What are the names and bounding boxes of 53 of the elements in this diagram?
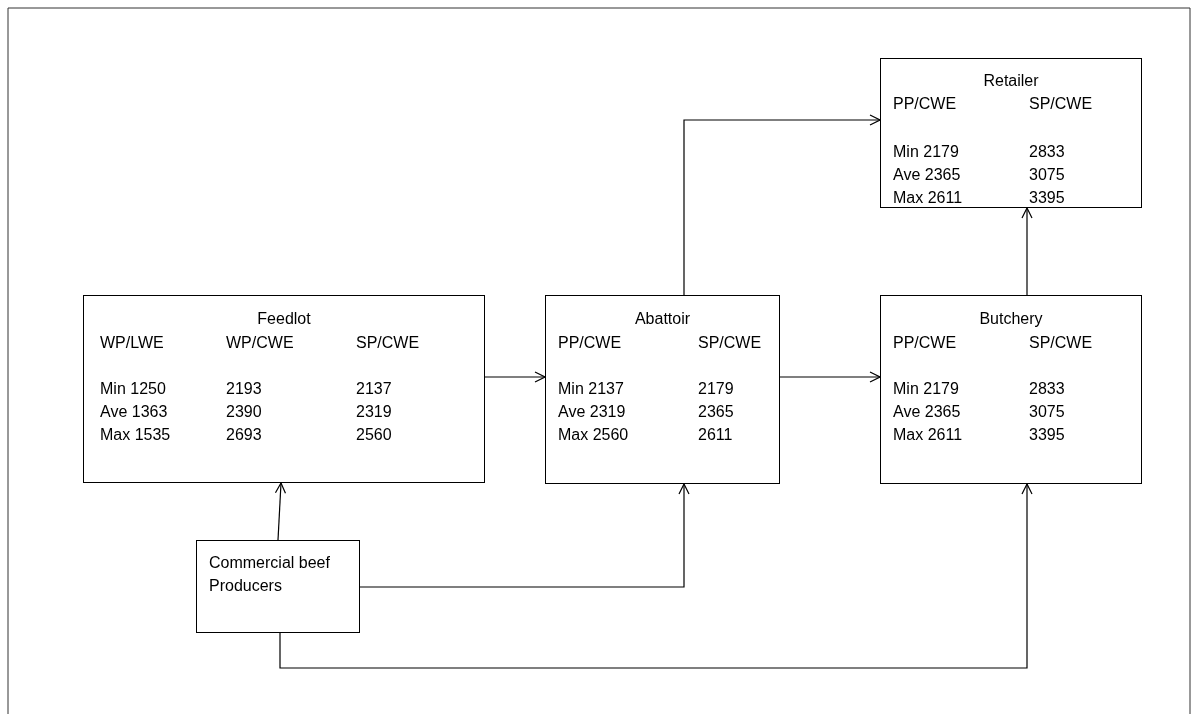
table-value: 2179 bbox=[698, 379, 734, 398]
table-value: 2193 bbox=[226, 379, 262, 398]
table-value: 2693 bbox=[226, 425, 262, 444]
table-value: Ave 1363 bbox=[100, 402, 168, 421]
column-header: SP/CWE bbox=[698, 333, 762, 352]
table-value: Ave 2365 bbox=[893, 165, 961, 184]
arrow bbox=[274, 482, 287, 541]
table-value: 2833 bbox=[1029, 142, 1065, 161]
table-value: Max 2611 bbox=[893, 188, 963, 207]
table-value: 3395 bbox=[1029, 425, 1065, 444]
column-header: PP/CWE bbox=[893, 333, 957, 352]
table-value: 2319 bbox=[356, 402, 392, 421]
table-value: Min 2179 bbox=[893, 142, 959, 161]
table-value: 3075 bbox=[1029, 165, 1065, 184]
table-value: 2390 bbox=[226, 402, 262, 421]
table-value: 2833 bbox=[1029, 379, 1065, 398]
column-header: WP/CWE bbox=[226, 333, 294, 352]
table-value: 2611 bbox=[698, 425, 733, 444]
node-title: Retailer bbox=[982, 71, 1040, 90]
stage-box bbox=[545, 295, 780, 484]
table-value: Min 1250 bbox=[100, 379, 166, 398]
arrow bbox=[1021, 207, 1033, 296]
node-title: Feedlot bbox=[256, 309, 312, 328]
stage-box bbox=[880, 58, 1142, 208]
table-value: 3395 bbox=[1029, 188, 1065, 207]
table-value: Min 2137 bbox=[558, 379, 624, 398]
table-value: 2137 bbox=[356, 379, 392, 398]
table-value: Max 1535 bbox=[100, 425, 171, 444]
column-header: PP/CWE bbox=[893, 94, 957, 113]
table-value: Max 2560 bbox=[558, 425, 629, 444]
arrow bbox=[484, 371, 546, 383]
table-value: 2560 bbox=[356, 425, 392, 444]
stage-box bbox=[83, 295, 485, 483]
column-header: WP/LWE bbox=[100, 333, 164, 352]
table-value: Ave 2365 bbox=[893, 402, 961, 421]
column-header: SP/CWE bbox=[356, 333, 420, 352]
arrow bbox=[359, 483, 690, 588]
node-title: Butchery bbox=[978, 309, 1044, 328]
arrow bbox=[683, 114, 881, 296]
column-header: SP/CWE bbox=[1029, 333, 1093, 352]
table-value: Max 2611 bbox=[893, 425, 963, 444]
arrow bbox=[779, 371, 881, 383]
table-value: Ave 2319 bbox=[558, 402, 626, 421]
arrow bbox=[279, 483, 1033, 669]
node-label: Commercial beef Producers bbox=[208, 553, 331, 596]
column-header: SP/CWE bbox=[1029, 94, 1093, 113]
table-value: 2365 bbox=[698, 402, 734, 421]
process-box bbox=[196, 540, 360, 633]
stage-box bbox=[880, 295, 1142, 484]
table-value: 3075 bbox=[1029, 402, 1065, 421]
table-value: Min 2179 bbox=[893, 379, 959, 398]
node-title: Abattoir bbox=[633, 309, 692, 328]
column-header: PP/CWE bbox=[558, 333, 622, 352]
